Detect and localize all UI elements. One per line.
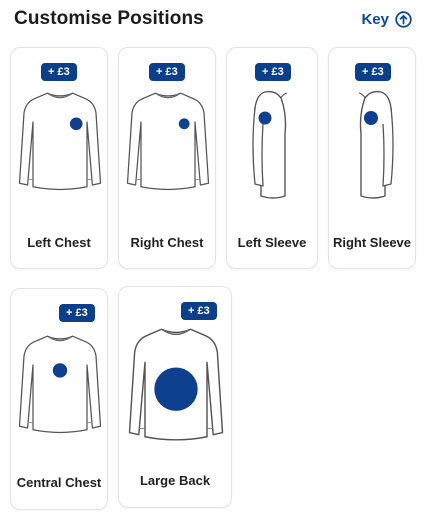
tshirt-front-image bbox=[123, 86, 213, 194]
price-badge: + £3 bbox=[59, 304, 95, 322]
price-badge: + £3 bbox=[41, 63, 77, 81]
tshirt-right-side-image bbox=[343, 84, 403, 204]
info-up-arrow-icon bbox=[395, 11, 412, 28]
position-card-left-sleeve[interactable]: + £3 Left Sleeve bbox=[226, 47, 318, 269]
price-badge: + £3 bbox=[149, 63, 185, 81]
position-card-right-chest[interactable]: + £3 Right Chest bbox=[118, 47, 216, 269]
position-label: Right Sleeve bbox=[332, 235, 412, 250]
position-card-large-back[interactable]: + £3 Large Back bbox=[118, 286, 232, 508]
page-title: Customise Positions bbox=[14, 8, 204, 29]
header: Customise Positions Key bbox=[0, 0, 424, 40]
position-label: Left Sleeve bbox=[237, 235, 307, 250]
position-label: Right Chest bbox=[130, 235, 204, 250]
price-badge: + £3 bbox=[255, 63, 291, 81]
print-marker bbox=[178, 118, 190, 130]
position-label: Large Back bbox=[139, 473, 211, 488]
tshirt-left-side-image bbox=[243, 84, 303, 204]
position-card-right-sleeve[interactable]: + £3 Right Sleeve bbox=[328, 47, 416, 269]
position-card-central-chest[interactable]: + £3 Central Chest bbox=[10, 288, 108, 510]
key-label: Key bbox=[361, 11, 389, 28]
position-label: Left Chest bbox=[27, 235, 91, 250]
print-marker bbox=[52, 363, 68, 378]
position-label: Central Chest bbox=[16, 475, 102, 490]
key-button[interactable]: Key bbox=[361, 11, 412, 28]
tshirt-front-image bbox=[15, 329, 105, 437]
print-marker bbox=[154, 367, 198, 411]
position-card-left-chest[interactable]: + £3 Left Chest bbox=[10, 47, 108, 269]
price-badge: + £3 bbox=[181, 302, 217, 320]
print-marker bbox=[258, 111, 272, 125]
tshirt-front-image bbox=[15, 86, 105, 194]
price-badge: + £3 bbox=[355, 63, 391, 81]
print-marker bbox=[364, 111, 378, 125]
print-marker bbox=[69, 117, 83, 131]
tshirt-back-image bbox=[124, 321, 228, 445]
